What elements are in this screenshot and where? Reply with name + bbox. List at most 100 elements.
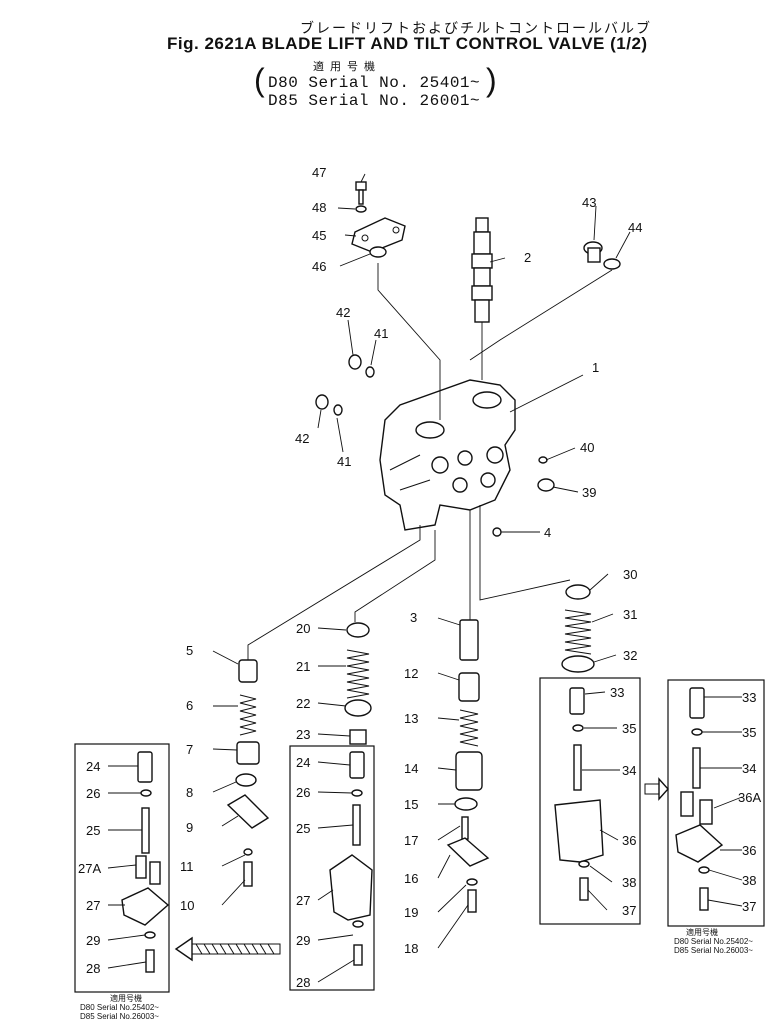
- relief-valve-2: [471, 217, 493, 323]
- callout-25-middle: 25: [296, 821, 310, 836]
- callout-24-left: 24: [86, 759, 100, 774]
- left-box-note: 適用号機 D80 Serial No.25402~ D85 Serial No.…: [80, 994, 159, 1021]
- arrow-to-left-box: [174, 936, 281, 962]
- callout-22: 22: [296, 696, 310, 711]
- column-20-23: [344, 622, 372, 745]
- bolt-10: [243, 861, 253, 887]
- callout-42-lower: 42: [295, 431, 309, 446]
- detail-box-middle: [289, 745, 375, 991]
- callout-4: 4: [544, 525, 551, 540]
- callout-23: 23: [296, 727, 310, 742]
- callout-27a: 27A: [78, 861, 101, 876]
- callout-16: 16: [404, 871, 418, 886]
- box-right-2-parts: [675, 687, 724, 911]
- callout-43: 43: [582, 195, 596, 210]
- plug-4: [492, 527, 502, 537]
- callout-35-box1: 35: [622, 721, 636, 736]
- callout-32: 32: [623, 648, 637, 663]
- close-paren: ): [486, 62, 497, 98]
- callout-42-upper: 42: [336, 305, 350, 320]
- left-note-line-1: D80 Serial No.25402~: [80, 1003, 159, 1012]
- callout-46: 46: [312, 259, 326, 274]
- callout-37-box1: 37: [622, 903, 636, 918]
- column-3-19: [446, 619, 490, 913]
- bolt-47: [355, 181, 367, 205]
- callout-2: 2: [524, 250, 531, 265]
- callout-41-upper: 41: [374, 326, 388, 341]
- callout-36-box1: 36: [622, 833, 636, 848]
- figure-title: Fig. 2621A BLADE LIFT AND TILT CONTROL V…: [167, 34, 648, 53]
- callout-30: 30: [623, 567, 637, 582]
- callout-3: 3: [410, 610, 417, 625]
- o-ring-41-lower: [333, 404, 343, 416]
- callout-25-left: 25: [86, 823, 100, 838]
- callout-29-middle: 29: [296, 933, 310, 948]
- callout-47: 47: [312, 165, 326, 180]
- cover-plate-45: [351, 217, 406, 253]
- callout-36a: 36A: [738, 790, 761, 805]
- callout-48: 48: [312, 200, 326, 215]
- right-box-note: 適用号機 D80 Serial No.25402~ D85 Serial No.…: [674, 928, 753, 955]
- detail-box-left: [74, 743, 170, 993]
- detail-box-right-1: [539, 677, 641, 925]
- o-ring-39: [537, 478, 555, 492]
- right-note-line-2: D85 Serial No.26003~: [674, 946, 753, 955]
- callout-20: 20: [296, 621, 310, 636]
- callout-12: 12: [404, 666, 418, 681]
- callout-41-lower: 41: [337, 454, 351, 469]
- figure-title-japanese: ブレードリフトおよびチルトコントロールバルブ: [300, 20, 652, 36]
- callout-18: 18: [404, 941, 418, 956]
- serial-line-d80: D80 Serial No. 25401~: [268, 74, 481, 92]
- callout-26-middle: 26: [296, 785, 310, 800]
- column-30-32: [561, 584, 595, 673]
- callout-28-middle: 28: [296, 975, 310, 990]
- washer-11: [243, 848, 253, 856]
- column-5-8: [235, 659, 260, 787]
- callout-40: 40: [580, 440, 594, 455]
- callout-27-left: 27: [86, 898, 100, 913]
- callout-7: 7: [186, 742, 193, 757]
- o-ring-46: [369, 246, 387, 258]
- callout-14: 14: [404, 761, 418, 776]
- callout-5: 5: [186, 643, 193, 658]
- callout-13: 13: [404, 711, 418, 726]
- detail-box-right-2: [667, 679, 765, 927]
- callout-38-box2: 38: [742, 873, 756, 888]
- box-right-1-parts: [554, 687, 604, 901]
- o-ring-44: [603, 258, 621, 270]
- box-middle-parts: [329, 751, 373, 966]
- arrow-to-right-box: [644, 777, 669, 801]
- callout-28-left: 28: [86, 961, 100, 976]
- callout-labels: 1 2 3 4 5 6 7 8 9 10 11 12 13 14 15 16 1…: [78, 165, 761, 990]
- callout-8: 8: [186, 785, 193, 800]
- plug-42-upper: [348, 354, 362, 370]
- callout-33-box2: 33: [742, 690, 756, 705]
- callout-34-box2: 34: [742, 761, 756, 776]
- serial-line-d85: D85 Serial No. 26001~: [268, 92, 481, 110]
- callout-29-left: 29: [86, 933, 100, 948]
- callout-26-left: 26: [86, 786, 100, 801]
- callout-44: 44: [628, 220, 642, 235]
- callout-35-box2: 35: [742, 725, 756, 740]
- callout-34-box1: 34: [622, 763, 636, 778]
- right-note-line-1: D80 Serial No.25402~: [674, 937, 753, 946]
- o-ring-40: [538, 456, 548, 464]
- right-note-label: 適用号機: [686, 928, 718, 937]
- callout-21: 21: [296, 659, 310, 674]
- o-ring-41-upper: [365, 366, 375, 378]
- callout-17: 17: [404, 833, 418, 848]
- washer-48: [355, 205, 367, 213]
- plug-43: [583, 241, 603, 263]
- open-paren: (: [254, 62, 265, 98]
- valve-body: [379, 379, 516, 531]
- left-note-line-2: D85 Serial No.26003~: [80, 1012, 159, 1021]
- left-note-label: 適用号機: [110, 994, 142, 1003]
- callout-45: 45: [312, 228, 326, 243]
- callout-15: 15: [404, 797, 418, 812]
- callout-31: 31: [623, 607, 637, 622]
- callout-27-middle: 27: [296, 893, 310, 908]
- callout-1: 1: [592, 360, 599, 375]
- callout-33-box1: 33: [610, 685, 624, 700]
- plate-9: [226, 794, 270, 829]
